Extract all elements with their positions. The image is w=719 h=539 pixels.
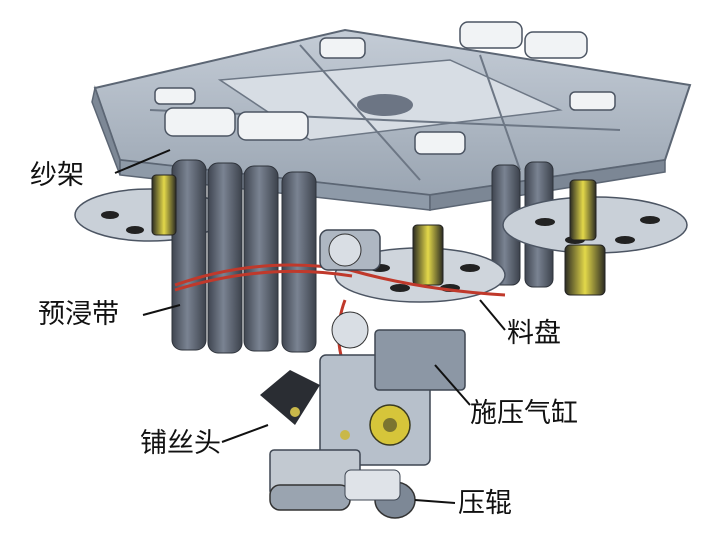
creel-brackets bbox=[154, 21, 616, 155]
label-compaction-roller: 压辊 bbox=[458, 488, 512, 519]
compaction-roller bbox=[269, 469, 416, 519]
label-pre-impregnated-tape: 预浸带 bbox=[38, 299, 119, 330]
label-creel: 纱架 bbox=[30, 160, 84, 191]
leader-lines bbox=[114, 149, 506, 504]
right-tray-disk bbox=[502, 179, 688, 296]
label-material-tray: 料盘 bbox=[507, 318, 561, 349]
left-spool bbox=[151, 174, 177, 236]
label-laying-head: 铺丝头 bbox=[140, 428, 221, 459]
label-pressure-cylinder: 施压气缸 bbox=[470, 398, 578, 429]
